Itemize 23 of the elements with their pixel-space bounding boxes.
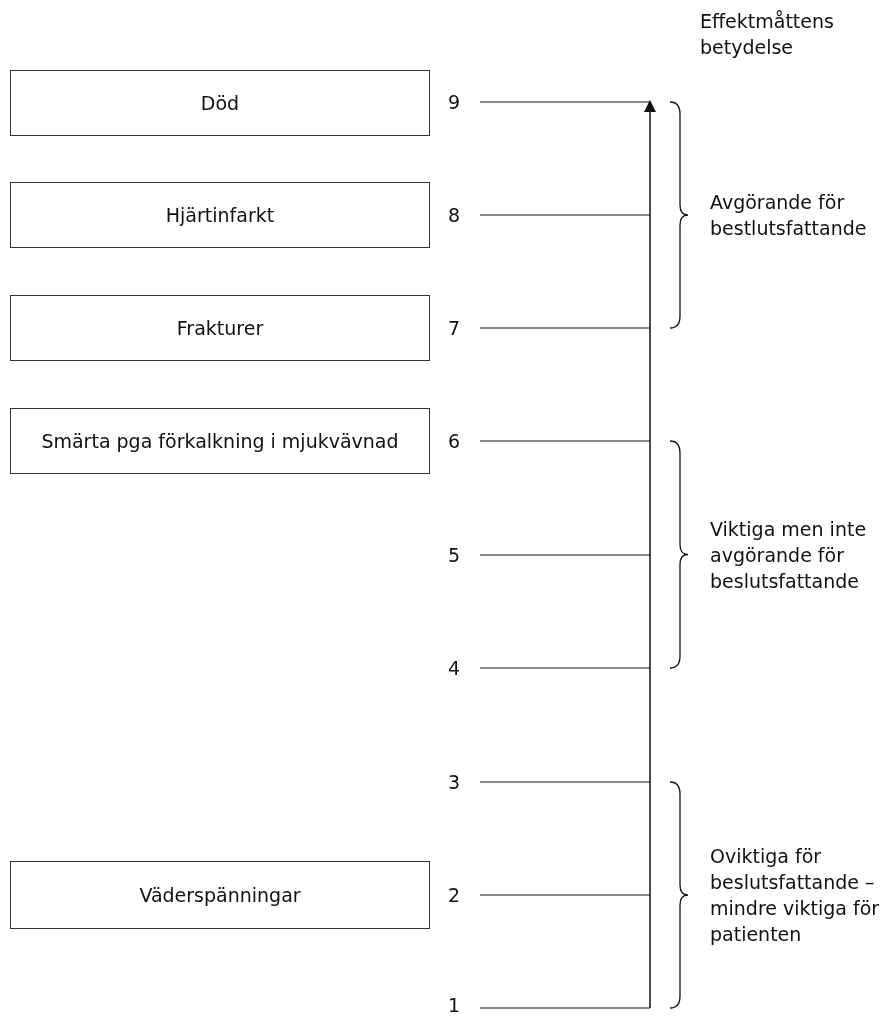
axis-title: Effektmåttens betydelse bbox=[700, 9, 835, 60]
range-label: Avgörande för bestlutsfattande bbox=[710, 190, 868, 241]
tick-number: 3 bbox=[448, 770, 461, 795]
outcome-label: Väderspänningar bbox=[139, 884, 301, 906]
outcome-label: Smärta pga förkalkning i mjukvävnad bbox=[41, 430, 399, 452]
outcome-box bbox=[10, 295, 430, 361]
tick-number: 1 bbox=[448, 993, 461, 1018]
range-label: Oviktiga för beslutsfattande – mindre viktiga för patienten bbox=[710, 844, 881, 947]
tick-number: 8 bbox=[448, 203, 461, 228]
outcome-box bbox=[10, 70, 430, 136]
tick-number: 2 bbox=[448, 883, 461, 908]
tick-number: 5 bbox=[448, 543, 461, 568]
outcome-label: Frakturer bbox=[176, 317, 264, 339]
tick-number: 7 bbox=[448, 316, 461, 341]
tick-number: 9 bbox=[448, 90, 461, 115]
outcome-box bbox=[10, 182, 430, 248]
tick-number: 4 bbox=[448, 656, 461, 681]
outcome-label: Hjärtinfarkt bbox=[165, 204, 275, 226]
tick-number: 6 bbox=[448, 429, 461, 454]
range-label: Viktiga men inte avgörande för beslutsfattande bbox=[710, 517, 868, 594]
outcome-box bbox=[10, 408, 430, 474]
outcome-label: Död bbox=[200, 92, 240, 114]
outcome-box bbox=[10, 861, 430, 929]
